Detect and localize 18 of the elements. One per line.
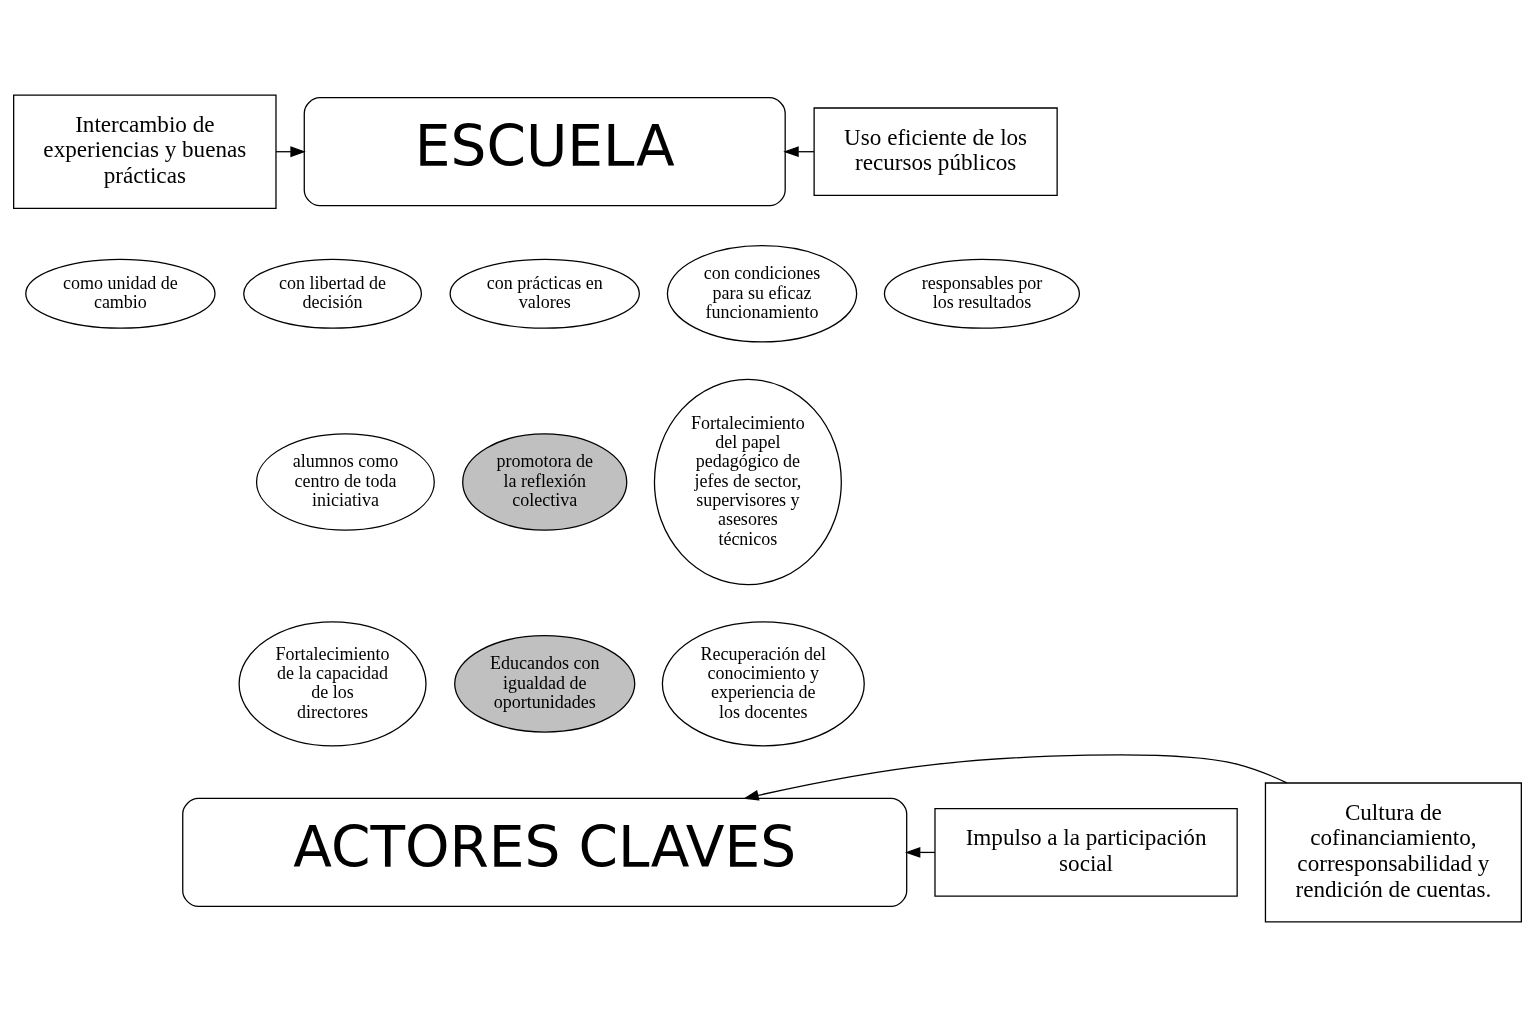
- node-box: Impulso a la participación social: [934, 807, 1238, 897]
- node-ellipse: promotora de la reflexión colectiva: [462, 432, 628, 531]
- node-ellipse: Educandos con igualdad de oportunidades: [454, 634, 636, 733]
- node-ellipse: con condiciones para su eficaz funcionamiento: [666, 244, 858, 343]
- node-ellipse: Fortalecimiento de la capacidad de los directores: [238, 620, 427, 746]
- node-ellipse: responsables por los resultados: [883, 258, 1081, 329]
- node-ellipse: alumnos como centro de toda iniciativa: [255, 432, 435, 531]
- node-ellipse: con libertad de decisión: [243, 258, 423, 329]
- node-box: ESCUELA: [303, 96, 786, 206]
- node-ellipse: Recuperación del conocimiento y experiencia de los docentes: [661, 620, 865, 746]
- node-box: Cultura de cofinanciamiento, corresponsabilidad y rendición de cuentas.: [1264, 781, 1522, 922]
- node-box: Uso eficiente de los recursos públicos: [813, 106, 1058, 196]
- node-box: Intercambio de experiencias y buenas prácticas: [13, 94, 277, 209]
- arrow: [743, 753, 1288, 801]
- node-ellipse: como unidad de cambio: [25, 258, 216, 329]
- node-circle: Fortalecimiento del papel pedagógico de jefes de sector, supervisores y asesores técnicos: [653, 378, 842, 585]
- node-box: ACTORES CLAVES: [182, 797, 908, 907]
- node-ellipse: con prácticas en valores: [449, 258, 640, 329]
